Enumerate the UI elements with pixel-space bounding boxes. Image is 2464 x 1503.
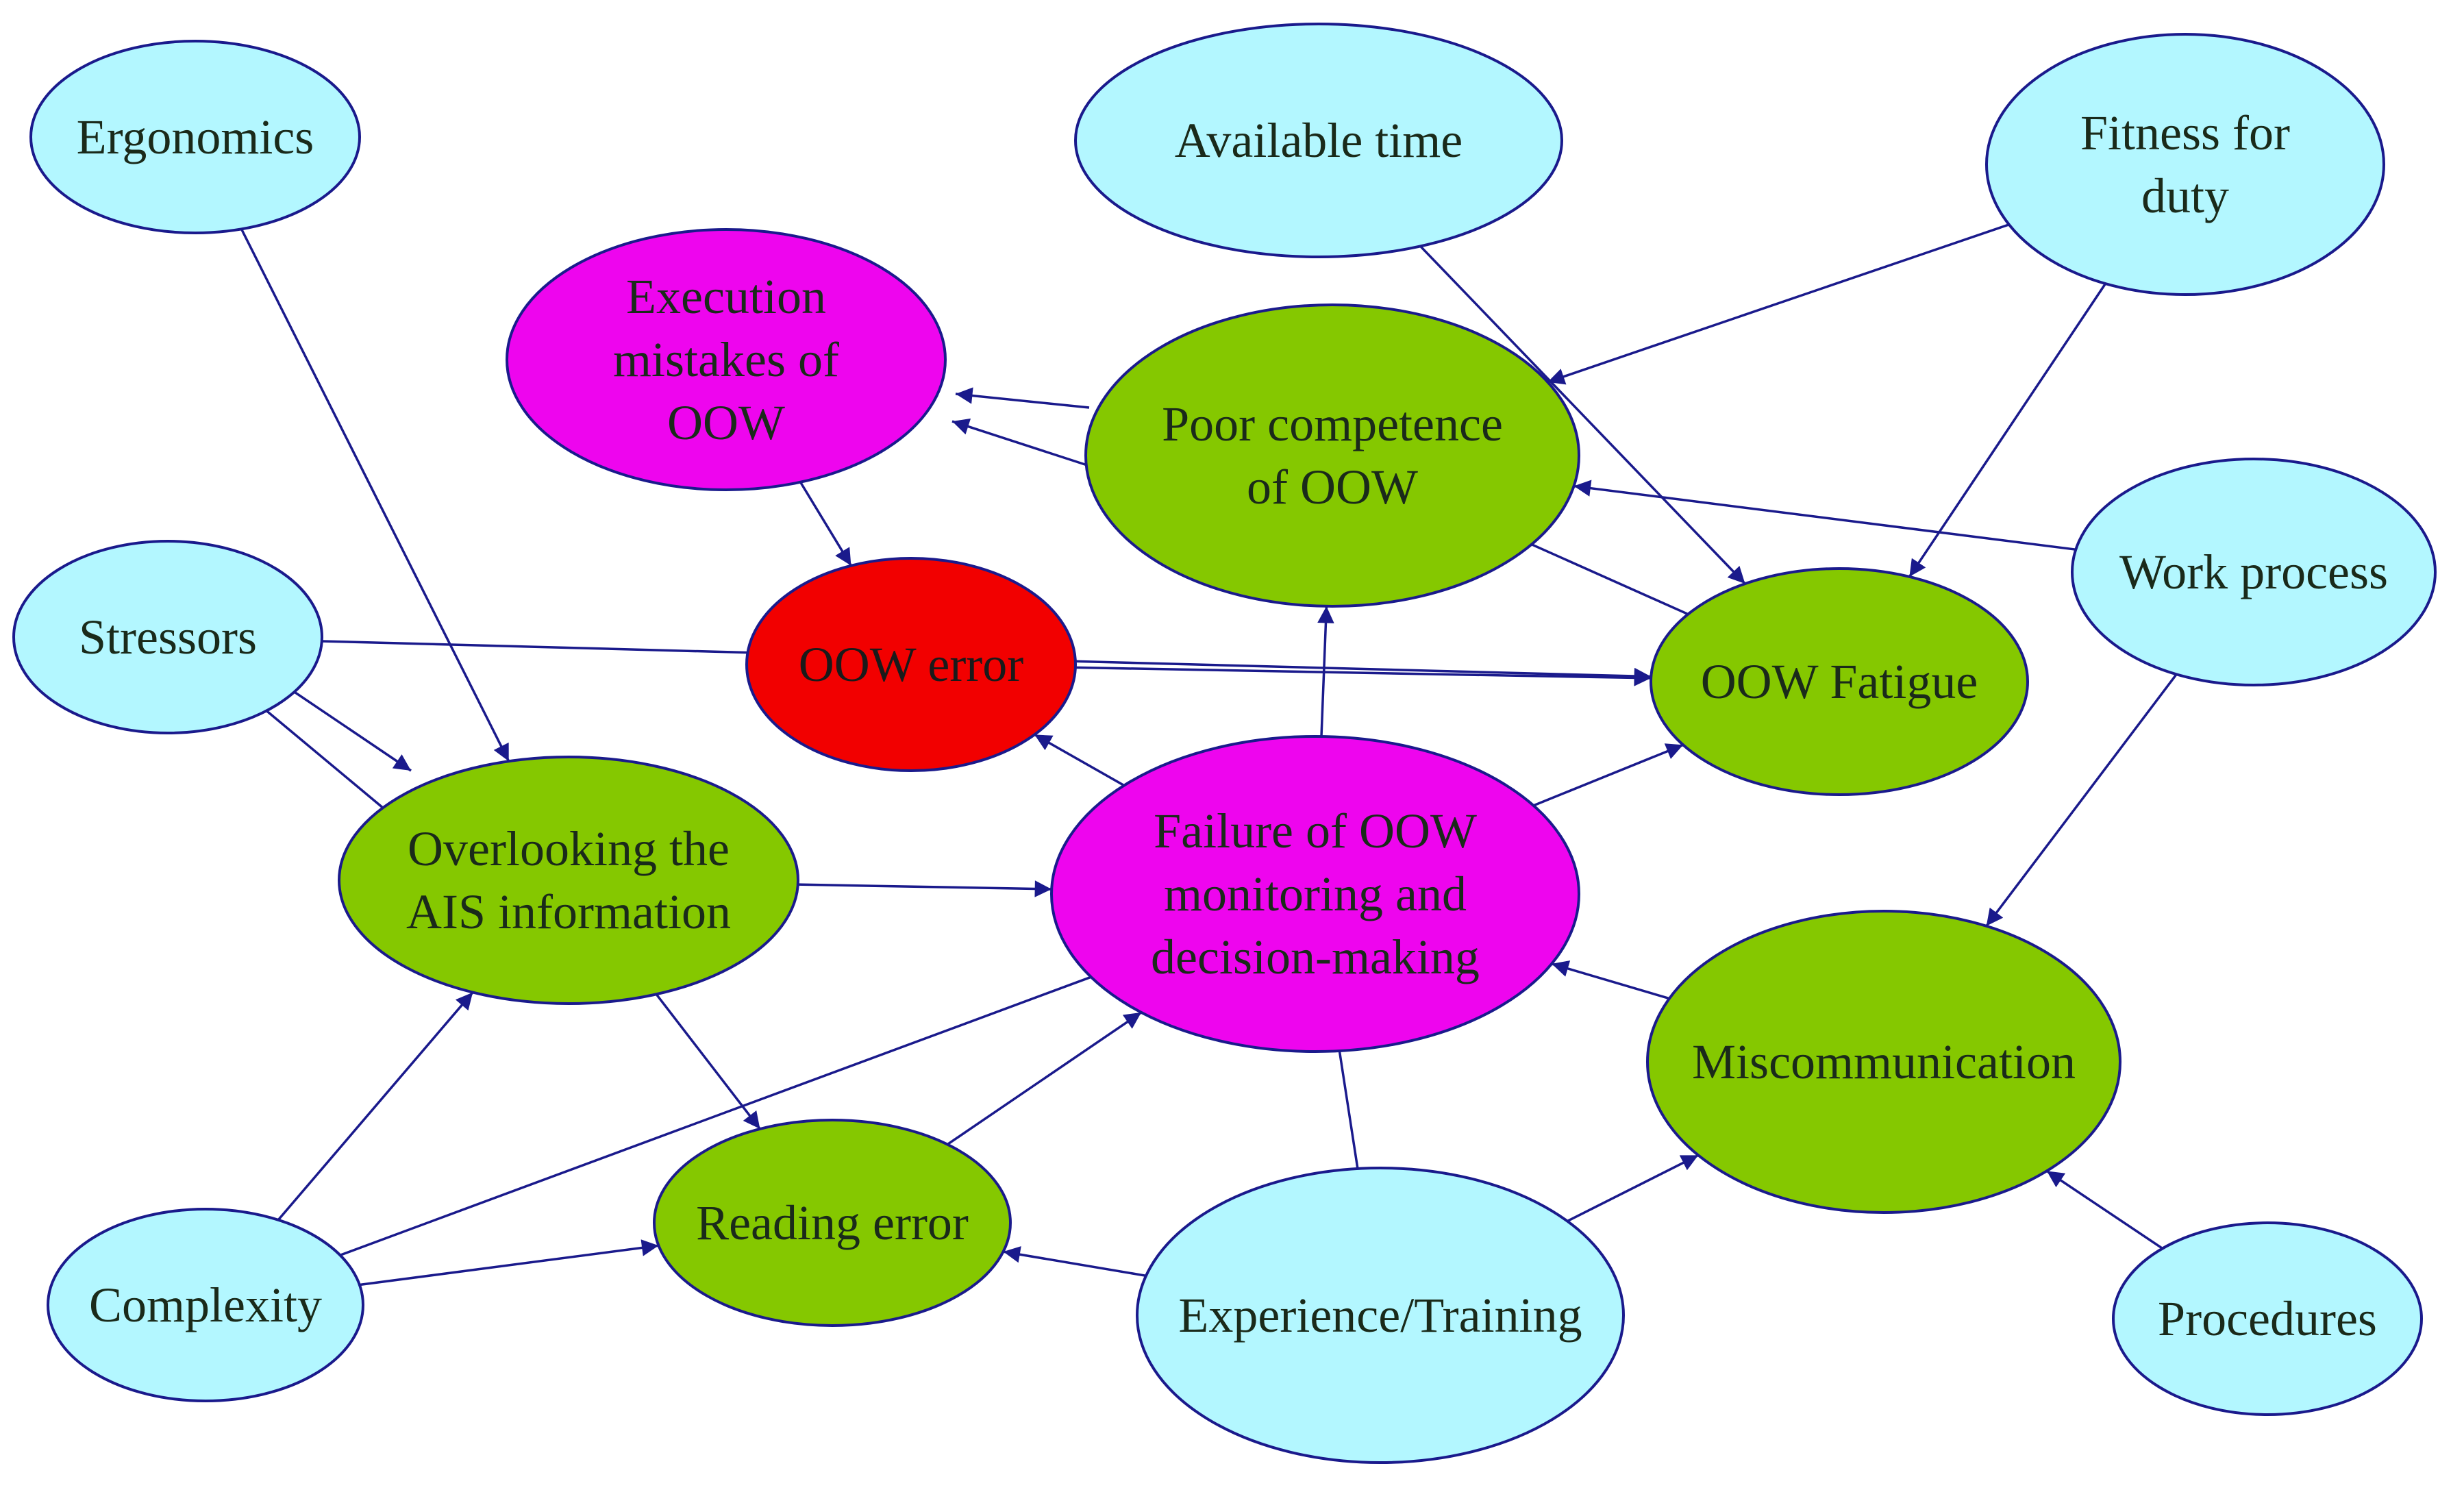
edge-overlooking-to-reading <box>655 993 761 1130</box>
edge-miscomm-to-failure <box>1551 960 1670 1000</box>
node-procedures: Procedures <box>2112 1221 2423 1416</box>
node-reading-ellipse <box>653 1119 1012 1327</box>
node-reading: Reading error <box>653 1119 1012 1327</box>
node-execution-label: mistakes of <box>613 332 839 387</box>
node-experience-ellipse <box>1136 1167 1625 1464</box>
edge-competence-to-execution <box>951 418 1090 467</box>
node-fitness-label: duty <box>2141 169 2229 223</box>
node-miscomm: Miscommunication <box>1646 910 2121 1214</box>
node-stressors-ellipse <box>12 540 323 734</box>
node-stressors-label: Stressors <box>79 610 257 664</box>
edge-competence-to-execution <box>955 387 1090 409</box>
node-failure-label: decision-making <box>1151 930 1480 984</box>
edge-stressors-to-overlooking <box>259 704 385 810</box>
edge-complexity-to-reading <box>359 1239 659 1287</box>
node-ergonomics-ellipse <box>29 40 361 234</box>
node-competence-ellipse <box>1084 303 1580 608</box>
node-procedures-ellipse <box>2112 1221 2423 1416</box>
edge-complexity-to-overlooking <box>277 991 474 1221</box>
node-fitness-ellipse <box>1985 33 2385 296</box>
edge-experience-to-miscomm <box>1567 1154 1699 1223</box>
node-failure-ellipse <box>1050 735 1580 1053</box>
node-error: OOW error <box>745 557 1077 772</box>
node-ergonomics: Ergonomics <box>29 40 361 234</box>
node-workprocess: Work process <box>2071 458 2437 686</box>
node-fatigue: OOW Fatigue <box>1650 567 2029 796</box>
node-fitness-label: Fitness for <box>2080 105 2290 160</box>
edge-available-to-fatigue <box>1419 245 1746 585</box>
node-available: Available time <box>1074 23 1563 258</box>
node-error-ellipse <box>745 557 1077 772</box>
node-execution-ellipse <box>506 228 947 491</box>
node-overlooking-label: AIS information <box>406 884 731 939</box>
edge-experience-to-failure <box>1338 1050 1359 1169</box>
edge-overlooking-to-failure <box>797 880 1052 897</box>
node-failure-label: Failure of OOW <box>1154 804 1477 858</box>
edges-layer <box>240 223 2178 1287</box>
node-fitness: Fitness for duty <box>1985 33 2385 296</box>
node-competence: Poor competence of OOW <box>1084 303 1580 608</box>
edge-complexity-to-failure <box>339 976 1092 1256</box>
node-execution-label: Execution <box>626 269 826 324</box>
node-failure: Failure of OOW monitoring and decision-mak… <box>1050 735 1580 1053</box>
node-available-label: Available time <box>1175 113 1463 168</box>
node-miscomm-label: Miscommunication <box>1692 1034 2076 1089</box>
node-failure-label: monitoring and <box>1164 867 1467 921</box>
node-overlooking-label: Overlooking the <box>408 821 730 876</box>
node-overlooking-ellipse <box>338 756 799 1005</box>
node-stressors: Stressors <box>12 540 323 734</box>
node-ergonomics-label: Ergonomics <box>77 110 314 164</box>
node-competence-label: of OOW <box>1247 460 1418 514</box>
edge-fitness-to-competence <box>1547 223 2010 385</box>
edge-reading-to-failure <box>947 1011 1143 1146</box>
nodes-layer: Ergonomics Available time Fitness for dutyE… <box>12 23 2437 1464</box>
node-execution: Execution mistakes of OOW <box>506 228 947 491</box>
edge-fitness-to-fatigue <box>1908 283 2107 577</box>
edge-error-to-fatigue <box>1075 666 1652 686</box>
edge-procedures-to-miscomm <box>2045 1169 2163 1250</box>
node-workprocess-label: Work process <box>2119 545 2388 599</box>
edge-fatigue-to-competence <box>1531 543 1689 616</box>
edge-ergonomics-to-overlooking <box>240 228 510 762</box>
edge-workprocess-to-competence <box>1573 480 2076 551</box>
node-reading-label: Reading error <box>696 1195 969 1250</box>
node-complexity: Complexity <box>47 1208 364 1402</box>
node-miscomm-ellipse <box>1646 910 2121 1214</box>
edge-workprocess-to-miscomm <box>1985 673 2178 927</box>
node-experience-label: Experience/Training <box>1178 1288 1582 1343</box>
edge-stressors-to-overlooking <box>273 677 412 772</box>
node-error-label: OOW error <box>799 637 1024 692</box>
edge-failure-to-competence <box>1317 606 1334 737</box>
node-complexity-ellipse <box>47 1208 364 1402</box>
node-complexity-label: Complexity <box>89 1278 322 1332</box>
node-competence-label: Poor competence <box>1162 397 1503 451</box>
node-fatigue-ellipse <box>1650 567 2029 796</box>
node-workprocess-ellipse <box>2071 458 2437 686</box>
node-execution-label: OOW <box>667 395 785 450</box>
node-fatigue-label: OOW Fatigue <box>1701 654 1978 709</box>
edge-failure-to-error <box>1034 733 1125 787</box>
edge-failure-to-fatigue <box>1532 743 1684 807</box>
node-experience: Experience/Training <box>1136 1167 1625 1464</box>
node-procedures-label: Procedures <box>2158 1291 2377 1346</box>
node-available-ellipse <box>1074 23 1563 258</box>
edge-execution-to-error <box>799 481 852 567</box>
edge-experience-to-reading <box>1003 1246 1147 1278</box>
